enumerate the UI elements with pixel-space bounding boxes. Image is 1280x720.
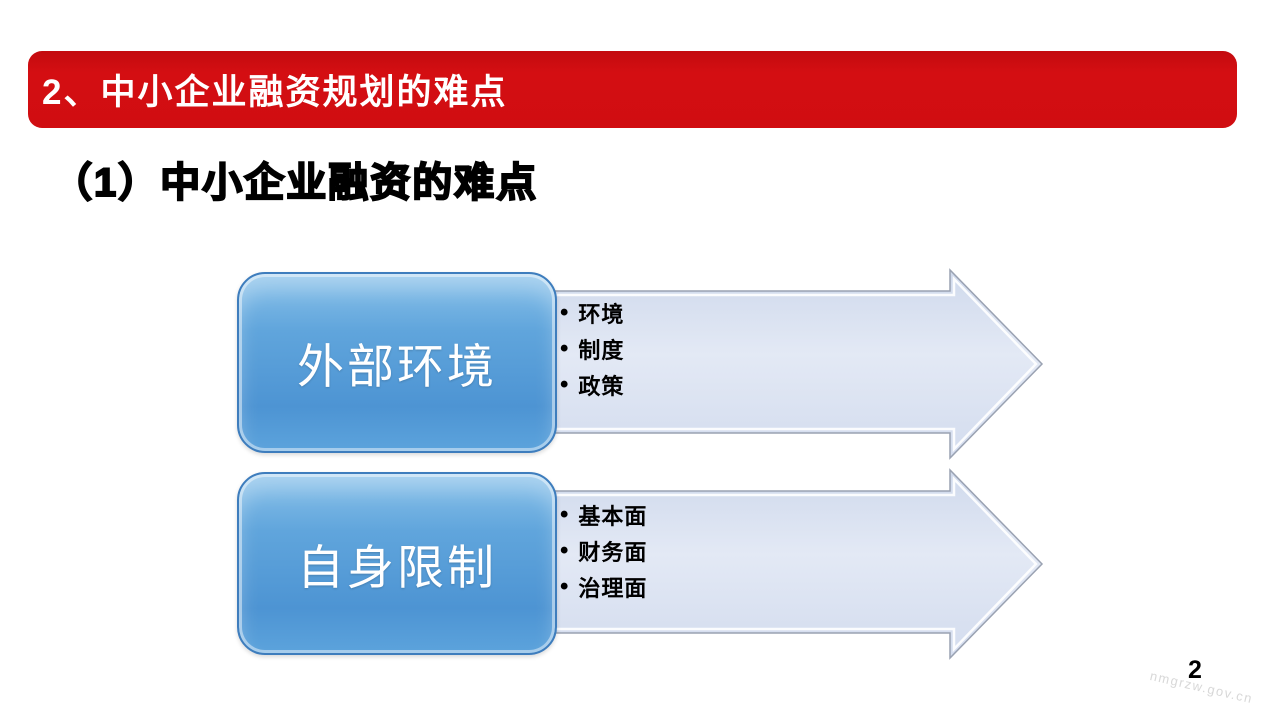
bullet-icon: • (560, 501, 570, 528)
list-item: • 制度 (560, 331, 920, 367)
arrow-shape (545, 468, 1044, 660)
bullet-icon: • (560, 299, 570, 326)
list-item: • 治理面 (560, 569, 920, 605)
arrow-shape (545, 268, 1044, 460)
bullet-list-self-limitation: • 基本面 • 财务面 • 治理面 (560, 497, 920, 605)
bullet-label: 基本面 (578, 504, 648, 529)
bullet-label: 治理面 (578, 576, 648, 601)
process-box-external-environment: 外部环境 (237, 272, 557, 453)
process-arrow-2 (545, 468, 1044, 660)
process-arrow-1 (545, 268, 1044, 460)
bullet-icon: • (560, 371, 570, 398)
list-item: • 环境 (560, 295, 920, 331)
bullet-icon: • (560, 335, 570, 362)
list-item: • 财务面 (560, 533, 920, 569)
bullet-icon: • (560, 573, 570, 600)
page-number: 2 (1188, 656, 1202, 684)
process-box-label: 外部环境 (297, 340, 497, 393)
slide-header-title: 2、中小企业融资规划的难点 (42, 73, 508, 112)
bullet-label: 环境 (578, 302, 625, 327)
slide-header-banner: 2、中小企业融资规划的难点 (28, 51, 1237, 128)
slide-subtitle: （1）中小企业融资的难点 (51, 160, 539, 206)
bullet-label: 制度 (578, 338, 625, 363)
bullet-icon: • (560, 537, 570, 564)
list-item: • 基本面 (560, 497, 920, 533)
arrow-inner-bevel (546, 475, 1038, 653)
arrow-inner-bevel (546, 275, 1038, 453)
process-box-self-limitation: 自身限制 (237, 472, 557, 655)
process-box-label: 自身限制 (297, 541, 497, 594)
bullet-label: 财务面 (578, 540, 648, 565)
bullet-label: 政策 (578, 374, 625, 399)
bullet-list-external-environment: • 环境 • 制度 • 政策 (560, 295, 920, 403)
list-item: • 政策 (560, 367, 920, 403)
